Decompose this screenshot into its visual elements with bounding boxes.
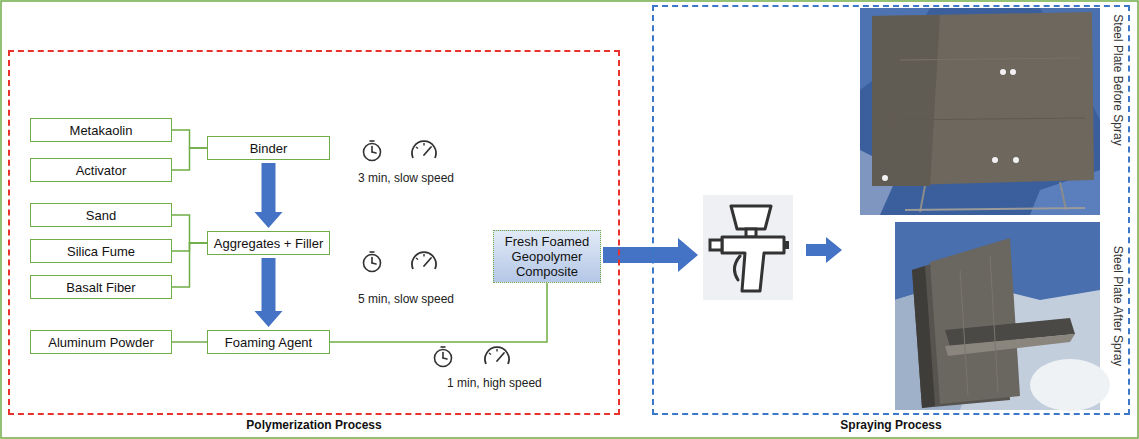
region-heading: Polymerization Process: [10, 418, 618, 432]
photo-caption: Steel Plate Before Spray: [1111, 14, 1125, 145]
steel-plate-before-photo: [860, 8, 1100, 215]
process-region: Spraying Process: [652, 5, 1130, 415]
steel-plate-before-photo: [992, 157, 998, 163]
steel-plate-after-photo: [930, 238, 1020, 404]
steel-plate-before-photo: [1013, 157, 1019, 163]
time-speed-icons: [364, 252, 381, 272]
flow-line: [172, 148, 207, 170]
spray-gun-icon: [731, 206, 771, 229]
node-label: Sand: [86, 208, 116, 223]
region-heading: Spraying Process: [654, 418, 1128, 432]
steel-plate-after-photo: [1030, 359, 1110, 411]
steel-plate-after-photo: [912, 266, 935, 408]
steel-plate-before-photo: [890, 118, 1085, 120]
material-box: Aluminum Powder: [30, 330, 172, 354]
photo-caption: Steel Plate After Spray: [1111, 246, 1125, 367]
material-box: Metakaolin: [30, 118, 172, 142]
process-arrow: [603, 238, 698, 272]
time-speed-icons: [435, 347, 452, 367]
spray-gun-icon: [734, 256, 740, 280]
material-box: Silica Fume: [30, 239, 172, 263]
flow-line: [172, 130, 207, 148]
node-label: Binder: [250, 141, 288, 156]
spray-gun-icon: [703, 195, 793, 300]
steel-plate-before-photo: [900, 58, 1080, 60]
flow-line: [172, 341, 207, 343]
time-speed-icons: [412, 141, 436, 158]
mixing-time-label: 5 min, slow speed: [358, 292, 454, 306]
time-speed-icons: [364, 141, 381, 161]
process-arrow: [255, 163, 283, 228]
node-label: Foaming Agent: [225, 335, 312, 350]
node-label: Metakaolin: [70, 123, 133, 138]
steel-plate-after-photo: [895, 222, 1110, 411]
flow-line: [172, 243, 207, 287]
mixing-time-label: 1 min, high speed: [447, 376, 542, 390]
flow-line: [330, 283, 547, 342]
steel-plate-before-photo: [872, 12, 1094, 186]
process-box: Foaming Agent: [207, 330, 330, 354]
node-label: Basalt Fiber: [66, 280, 135, 295]
spray-gun-icon: [784, 241, 789, 249]
node-label: Aluminum Powder: [48, 335, 154, 350]
steel-plate-before-photo: [1010, 69, 1016, 75]
steel-plate-before-photo: [872, 15, 940, 186]
spray-gun-icon: [710, 240, 722, 250]
steel-plate-after-photo: [960, 270, 968, 396]
process-box: Aggregates + Filler: [207, 231, 330, 255]
node-label: Fresh Foamed Geopolymer Composite: [499, 234, 595, 279]
node-label: Silica Fume: [67, 244, 135, 259]
steel-plate-before-photo: [860, 8, 1100, 215]
process-arrow: [806, 237, 842, 263]
steel-plate-after-photo: [990, 255, 998, 392]
mixing-time-label: 3 min, slow speed: [358, 171, 454, 185]
material-box: Sand: [30, 203, 172, 227]
process-region: Polymerization ProcessMetakaolinActivato…: [8, 50, 620, 415]
steel-plate-before-photo: [1060, 182, 1066, 210]
node-label: Aggregates + Filler: [214, 236, 323, 251]
steel-plate-before-photo: [882, 175, 888, 181]
time-speed-icons: [412, 252, 436, 269]
material-box: Basalt Fiber: [30, 275, 172, 299]
process-arrow: [255, 258, 283, 327]
steel-plate-before-photo: [1000, 69, 1006, 75]
material-box: Activator: [30, 158, 172, 182]
product-box: Fresh Foamed Geopolymer Composite: [493, 230, 601, 283]
spray-gun-icon: [722, 237, 784, 291]
spray-gun-icon: [703, 195, 793, 300]
time-speed-icons: [485, 347, 509, 364]
node-label: Activator: [76, 163, 127, 178]
steel-plate-before-photo: [920, 186, 925, 212]
steel-plate-before-photo: [905, 208, 1085, 210]
flow-line: [172, 215, 207, 243]
process-box: Binder: [207, 136, 330, 160]
